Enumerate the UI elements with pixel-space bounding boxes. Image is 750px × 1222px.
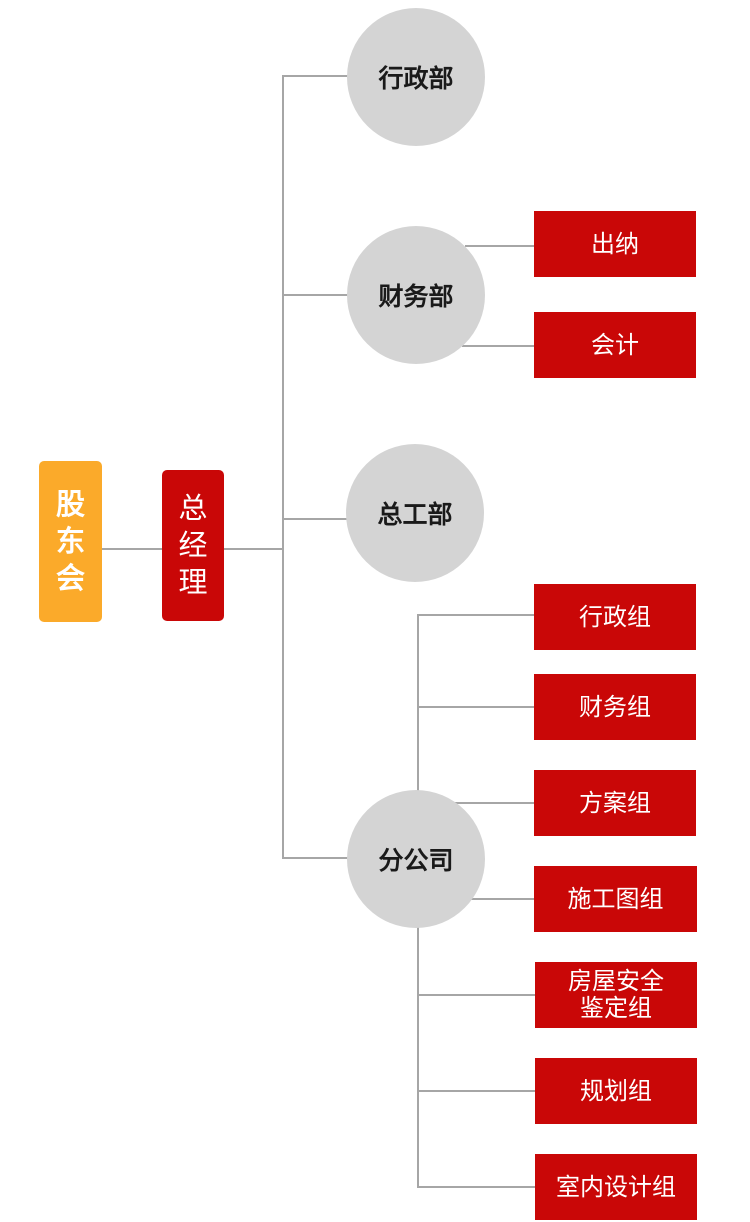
dept-finance-label: 财务部 [378, 282, 454, 311]
connector-to-accountant [462, 345, 535, 347]
connector-to-interior-group [417, 1186, 535, 1188]
shareholders-char: 东 [55, 524, 85, 558]
general-manager-char: 经 [178, 528, 208, 562]
connector-to-construction-group [417, 898, 535, 900]
group-interior-design-node[interactable]: 室内设计组 [535, 1154, 697, 1220]
group-building-safety-node[interactable]: 房屋安全 鉴定组 [535, 962, 697, 1028]
group-finance-node[interactable]: 财务组 [534, 674, 696, 740]
connector-to-engineering-dept [282, 518, 350, 520]
shareholders-node[interactable]: 股 东 会 [39, 461, 102, 622]
group-planning-node[interactable]: 规划组 [535, 1058, 697, 1124]
connector-to-admin-dept [282, 75, 350, 77]
shareholders-char: 股 [55, 487, 85, 521]
general-manager-char: 总 [178, 491, 208, 525]
dept-branch-label: 分公司 [378, 846, 454, 875]
dept-branch-node[interactable]: 分公司 [347, 790, 485, 928]
connector-to-branch [282, 857, 350, 859]
connector-to-finance-group [417, 706, 535, 708]
connector-to-safety-group [417, 994, 535, 996]
group-scheme-label: 方案组 [579, 789, 651, 817]
dept-admin-label: 行政部 [378, 64, 454, 93]
group-cashier-node[interactable]: 出纳 [534, 211, 696, 277]
group-construction-drawing-node[interactable]: 施工图组 [534, 866, 697, 932]
connector-trunk-vertical [282, 75, 284, 859]
group-building-safety-label-line2: 鉴定组 [580, 994, 652, 1022]
connector-to-finance-dept [282, 294, 350, 296]
group-accountant-node[interactable]: 会计 [534, 312, 696, 378]
group-interior-design-label: 室内设计组 [556, 1173, 676, 1201]
group-building-safety-label-line1: 房屋安全 [568, 967, 664, 995]
dept-engineering-label: 总工部 [377, 500, 453, 529]
group-accountant-label: 会计 [591, 331, 639, 359]
group-scheme-node[interactable]: 方案组 [534, 770, 696, 836]
dept-admin-node[interactable]: 行政部 [347, 8, 485, 146]
group-admin-node[interactable]: 行政组 [534, 584, 696, 650]
group-cashier-label: 出纳 [591, 230, 639, 258]
connector-root-gm [101, 548, 163, 550]
general-manager-node[interactable]: 总 经 理 [162, 470, 224, 621]
general-manager-char: 理 [178, 565, 208, 599]
group-planning-label: 规划组 [580, 1077, 652, 1105]
connector-to-admin-group [417, 614, 535, 616]
dept-finance-node[interactable]: 财务部 [347, 226, 485, 364]
connector-to-scheme-group [417, 802, 535, 804]
group-admin-label: 行政组 [579, 603, 651, 631]
shareholders-char: 会 [55, 561, 85, 595]
group-finance-label: 财务组 [579, 693, 651, 721]
dept-engineering-node[interactable]: 总工部 [346, 444, 484, 582]
group-construction-drawing-label: 施工图组 [567, 885, 664, 913]
connector-to-planning-group [417, 1090, 535, 1092]
connector-to-cashier [465, 245, 535, 247]
connector-gm-trunk [223, 548, 283, 550]
